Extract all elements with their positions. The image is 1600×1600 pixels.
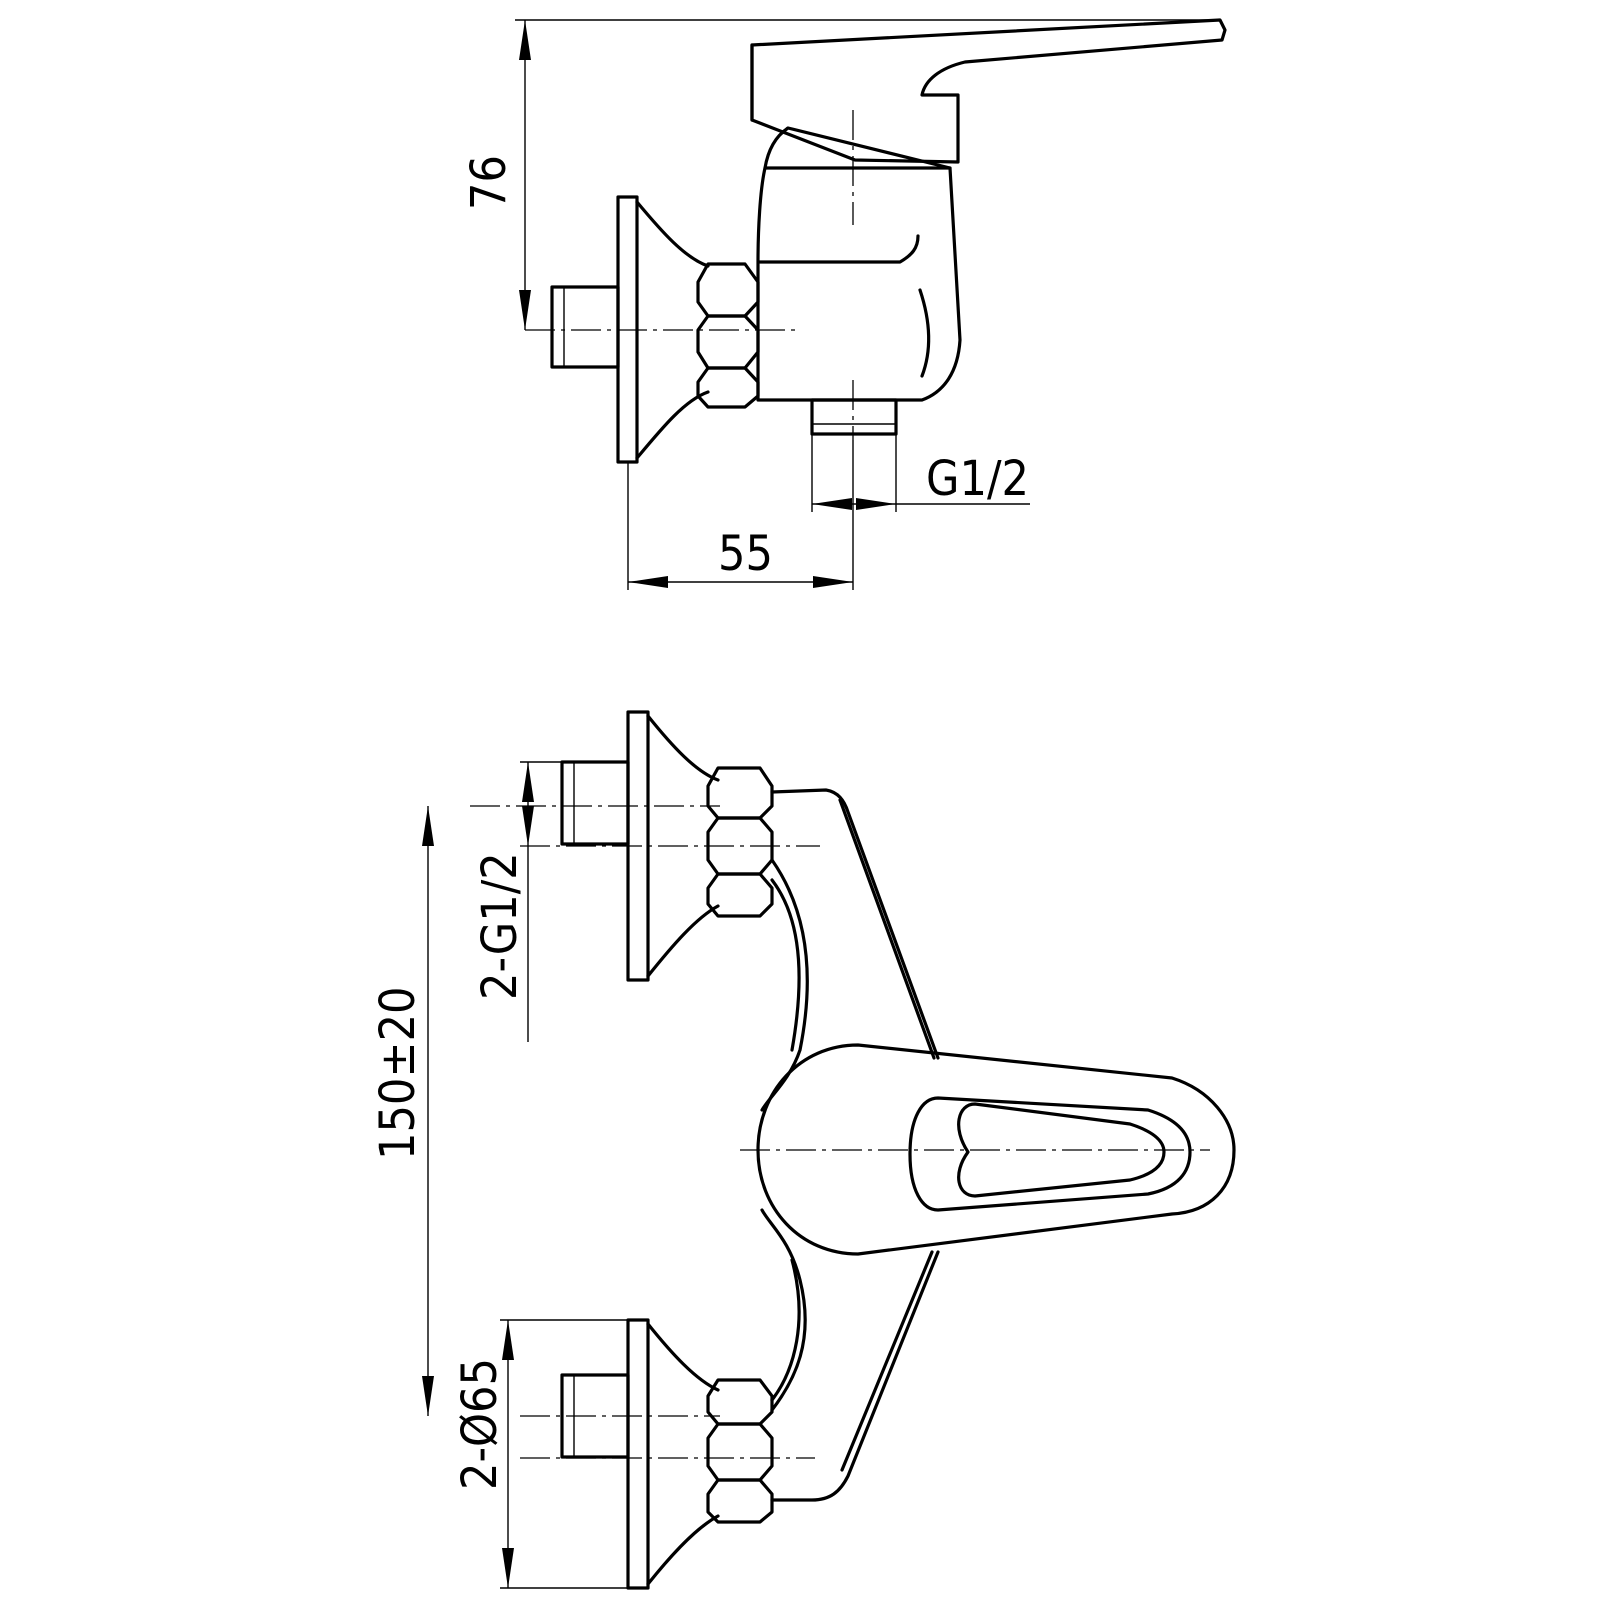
front-lower-nut-a [706, 1378, 774, 1426]
dim-2-g12: 2-G1/2 [472, 761, 562, 1042]
dim-150: 150±20 [370, 806, 434, 1416]
dim-2-g12-label: 2-G1/2 [472, 852, 528, 1000]
side-body-contour [758, 234, 920, 264]
side-hex-nut-bottom [696, 366, 760, 409]
side-body-curve [918, 288, 931, 378]
side-flange-cone [635, 200, 710, 460]
dim-55: 55 [627, 440, 854, 590]
side-hex-nut-top [696, 262, 760, 318]
side-view [525, 18, 1227, 464]
side-body [756, 166, 962, 402]
front-lower-flange [626, 1318, 650, 1590]
front-upper-nut-c [706, 872, 774, 918]
dim-2-d65: 2-Ø65 [452, 1319, 638, 1589]
dim-76-label: 76 [461, 155, 517, 210]
side-outlet-thread [810, 398, 898, 436]
front-lever-slot-inner [957, 1102, 1166, 1198]
front-lever-outline [756, 1043, 1236, 1256]
dim-2-d65-label: 2-Ø65 [452, 1358, 508, 1490]
front-body-right-upper [770, 788, 940, 1060]
front-lower-nut-b [706, 1422, 774, 1482]
dim-55-label: 55 [718, 526, 773, 582]
side-neck [763, 126, 952, 170]
front-view [470, 710, 1236, 1590]
side-hex-nut-mid [696, 314, 760, 370]
front-upper-nut-a [706, 766, 774, 820]
front-lower-nut-c [706, 1478, 774, 1524]
front-body-right-lower [770, 1250, 940, 1502]
front-lower-flange-cone [646, 1322, 720, 1586]
side-handle [750, 18, 1227, 164]
side-thread-connector [550, 285, 620, 369]
dim-150-label: 150±20 [370, 986, 426, 1160]
front-lever-slot-outer [908, 1096, 1192, 1212]
front-upper-thread [560, 760, 630, 846]
dim-76: 76 [461, 19, 1220, 330]
dim-g12-label: G1/2 [926, 451, 1029, 507]
dim-g12: G1/2 [811, 434, 1030, 512]
front-body-left-lower [760, 1208, 807, 1412]
